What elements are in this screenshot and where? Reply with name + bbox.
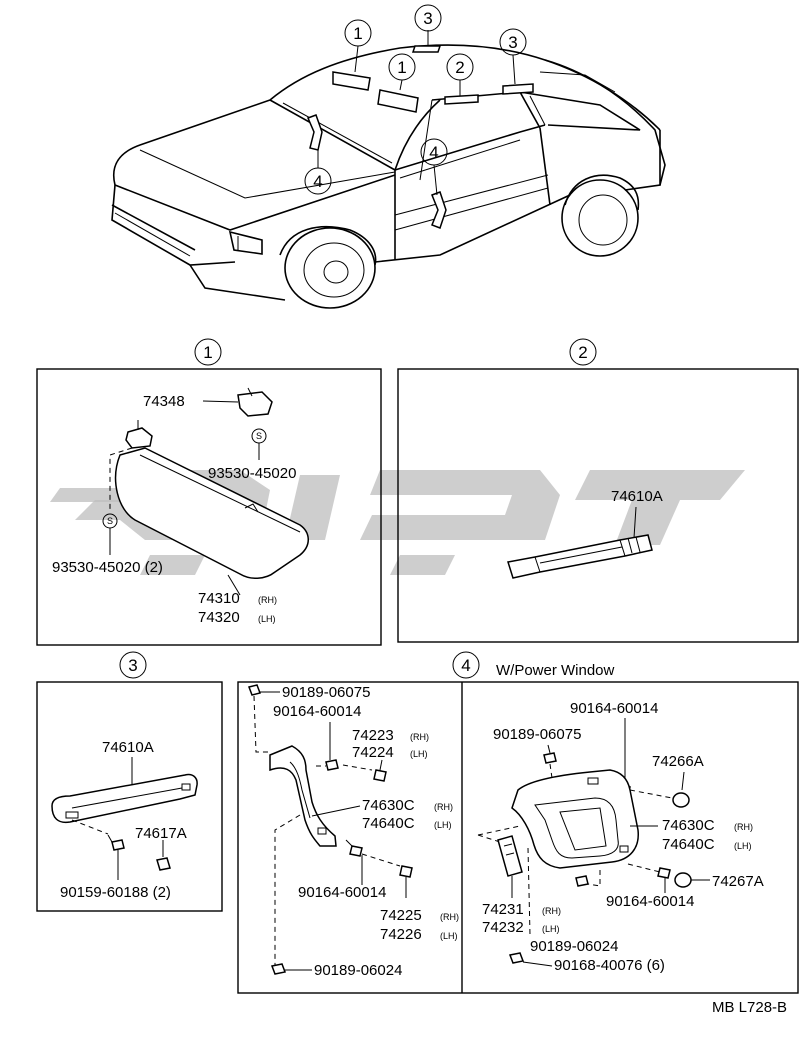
svg-text:90164-60014: 90164-60014 [570,700,658,717]
svg-text:74226: 74226 [380,926,422,943]
svg-text:74231: 74231 [482,901,524,918]
label-74610A-front: 74610A [102,739,154,756]
label-74617A: 74617A [135,825,187,842]
svg-text:4: 4 [461,656,470,675]
svg-text:74266A: 74266A [652,753,704,770]
svg-text:90168-40076 (6): 90168-40076 (6) [554,957,665,974]
svg-text:90164-60014: 90164-60014 [298,884,386,901]
panel1-callout: 1 [194,338,222,366]
car-callout-1b: 1 [388,53,416,81]
svg-text:2: 2 [455,58,464,77]
svg-text:74225: 74225 [380,907,422,924]
figure-code: MB L728-B [712,999,787,1016]
svg-text:(LH): (LH) [542,924,560,934]
svg-text:74267A: 74267A [712,873,764,890]
panel-rear-assist-grip: 2 74610A [397,338,799,643]
svg-text:(LH): (LH) [440,931,458,941]
svg-text:74630C: 74630C [662,817,715,834]
label-90159-60188: 90159-60188 (2) [60,884,171,901]
svg-text:(RH): (RH) [258,595,277,605]
panel2-callout: 2 [569,338,597,366]
svg-text:74640C: 74640C [662,836,715,853]
svg-text:(LH): (LH) [410,749,428,759]
panel-door-armrest: 4 W/Power Window 90189-06075 90164-60014… [237,651,799,994]
svg-text:1: 1 [353,24,362,43]
svg-text:74224: 74224 [352,744,394,761]
svg-text:2: 2 [578,343,587,362]
car-callout-2: 2 [446,53,474,81]
svg-text:(LH): (LH) [734,841,752,851]
svg-text:74223: 74223 [352,727,394,744]
power-window-title: W/Power Window [496,662,615,679]
svg-text:90189-06024: 90189-06024 [530,938,618,955]
armrest-right: 90164-60014 90189-06075 74266A 74630C (R… [477,700,764,974]
svg-text:(RH): (RH) [434,802,453,812]
panel-sun-visor: 1 74348 S 93530-45020 S 93530-45020 (2) … [36,338,382,646]
car-callout-3b: 3 [499,28,527,56]
label-74310: 74310 [198,590,240,607]
svg-text:(RH): (RH) [542,906,561,916]
label-74348: 74348 [143,393,185,410]
svg-text:S: S [256,431,262,441]
panel3-callout: 3 [119,651,147,679]
panel-front-assist-grip: 3 74610A 90159-60188 (2) 74617A [36,651,223,912]
svg-text:74232: 74232 [482,919,524,936]
svg-text:74640C: 74640C [362,815,415,832]
svg-text:3: 3 [508,33,517,52]
svg-text:(LH): (LH) [258,614,276,624]
svg-text:4: 4 [313,172,322,191]
svg-text:90164-60014: 90164-60014 [606,893,694,910]
car-callout-1a: 1 [344,19,372,47]
svg-text:1: 1 [203,343,212,362]
svg-text:4: 4 [429,143,438,162]
label-74610A-rear: 74610A [611,488,663,505]
label-93530-45020-top: 93530-45020 [208,465,296,482]
svg-text:(RH): (RH) [734,822,753,832]
car-callout-3a: 3 [414,4,442,32]
svg-text:1: 1 [397,58,406,77]
label-93530-45020-side: 93530-45020 (2) [52,559,163,576]
car-callout-4a: 4 [304,167,332,195]
label-74320: 74320 [198,609,240,626]
armrest-left: 90189-06075 90164-60014 74223 (RH) 74224… [248,684,459,979]
svg-text:(RH): (RH) [440,912,459,922]
svg-text:90164-60014: 90164-60014 [273,703,361,720]
car-illustration: 1 1 3 2 3 4 4 [111,4,666,309]
svg-text:S: S [107,516,113,526]
svg-text:90189-06075: 90189-06075 [493,726,581,743]
svg-text:90189-06075: 90189-06075 [282,684,370,701]
svg-text:3: 3 [423,9,432,28]
svg-text:(RH): (RH) [410,732,429,742]
svg-text:90189-06024: 90189-06024 [314,962,402,979]
svg-text:(LH): (LH) [434,820,452,830]
car-callout-4b: 4 [420,138,448,166]
svg-text:74630C: 74630C [362,797,415,814]
svg-text:3: 3 [128,656,137,675]
panel4-callout: 4 [452,651,480,679]
